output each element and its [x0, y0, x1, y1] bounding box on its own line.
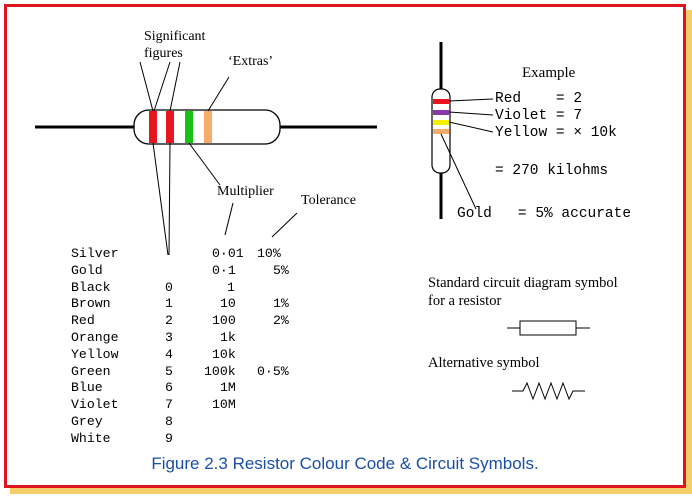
example-pointer-violet: [448, 111, 494, 116]
colour-name: Silver: [71, 246, 119, 261]
colour-name: Black: [71, 279, 111, 295]
extras-pointer: [207, 76, 230, 112]
example-band-yellow: [433, 120, 449, 125]
example-result: = 270 kilohms: [495, 163, 609, 179]
example-band-violet: [433, 110, 449, 115]
multiplier-value: 10M: [212, 397, 236, 413]
digit-value: 2: [165, 313, 173, 329]
significant-figures-label-1: Significant: [144, 29, 206, 44]
multiplier-value: 1M: [220, 380, 236, 396]
colour-name: Orange: [71, 329, 119, 345]
tolerance-value: 5%: [273, 262, 289, 278]
band-1-red: [149, 111, 157, 143]
multiplier-value: 100: [212, 313, 236, 329]
tolerance-pointer: [271, 212, 298, 238]
example-pointer-yellow: [448, 121, 494, 133]
sig-fig-line-down-1: [152, 142, 169, 256]
colour-name: Yellow: [71, 346, 119, 362]
colour-name: White: [71, 430, 111, 446]
extras-label: ‘Extras’: [228, 54, 274, 69]
significant-figures-label-2: figures: [144, 46, 183, 61]
example-line-yellow: Yellow = × 10k: [495, 125, 617, 141]
example-line-gold: Gold = 5% accurate: [457, 206, 632, 222]
standard-resistor-symbol: [519, 320, 577, 336]
sig-fig-line-down-2: [168, 142, 171, 256]
alternative-symbol-label: Alternative symbol: [428, 355, 540, 371]
multiplier-value: 0·01: [212, 246, 244, 261]
example-line-violet: Violet = 7: [495, 108, 583, 124]
standard-symbol-label-1: Standard circuit diagram symbol: [428, 275, 618, 291]
alternative-resistor-symbol: [512, 381, 585, 401]
band-4-orange: [204, 111, 212, 143]
colour-name: Green: [71, 363, 111, 379]
example-pointer-gold: [440, 133, 477, 210]
tolerance-value: 0·5%: [257, 363, 289, 379]
digit-value: 3: [165, 329, 173, 345]
multiplier-pointer: [188, 142, 221, 186]
tolerance-label: Tolerance: [301, 193, 356, 208]
tolerance-value: 2%: [273, 313, 289, 329]
tolerance-value: 10%: [257, 246, 281, 261]
tolerance-value: 1%: [273, 296, 289, 312]
colour-name: Red: [71, 313, 95, 329]
digit-value: 1: [165, 296, 173, 312]
multiplier-label: Multiplier: [217, 184, 274, 199]
multiplier-line-down: [224, 202, 234, 236]
sig-fig-pointer-1: [139, 61, 154, 112]
multiplier-value: 10: [220, 296, 236, 312]
band-2-red: [166, 111, 174, 143]
standard-symbol-label-2: for a resistor: [428, 293, 502, 309]
digit-value: 5: [165, 363, 173, 379]
digit-value: 6: [165, 380, 173, 396]
colour-name: Grey: [71, 413, 103, 429]
digit-value: 0: [165, 279, 173, 295]
digit-value: 8: [165, 413, 173, 429]
example-pointer-red: [448, 98, 494, 102]
diagram-graphics: [35, 42, 590, 401]
figure-caption: Figure 2.3 Resistor Colour Code & Circui…: [151, 454, 539, 473]
band-3-green: [185, 111, 193, 143]
colour-name: Violet: [71, 397, 119, 413]
multiplier-value: 0·1: [212, 262, 236, 278]
example-line-red: Red = 2: [495, 91, 583, 107]
digit-value: 7: [165, 397, 173, 413]
multiplier-value: 1: [227, 279, 235, 295]
sig-fig-pointer-2: [153, 61, 171, 112]
digit-value: 9: [165, 430, 173, 446]
multiplier-value: 1k: [220, 329, 236, 345]
colour-name: Gold: [71, 262, 103, 278]
sig-fig-pointer-3: [169, 61, 181, 112]
multiplier-value: 100k: [204, 363, 236, 379]
example-band-red: [433, 99, 449, 104]
example-title: Example: [522, 65, 576, 81]
digit-value: 4: [165, 346, 173, 362]
colour-name: Brown: [71, 296, 111, 312]
example-band-gold: [433, 129, 449, 134]
colour-name: Blue: [71, 380, 103, 396]
multiplier-value: 10k: [212, 346, 236, 362]
figure-frame: Significant figures ‘Extras’ Multiplier …: [4, 4, 686, 488]
